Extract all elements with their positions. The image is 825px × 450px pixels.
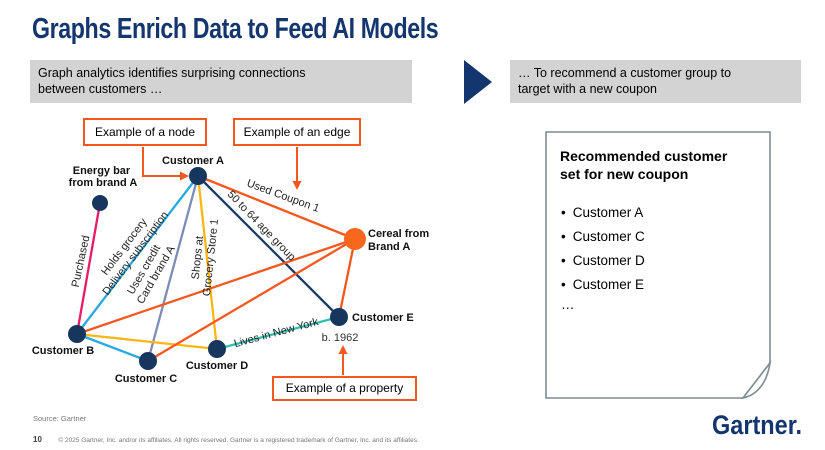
edge-label-lives-in-ny: Lives in New York [233,316,320,350]
label-customer-a: Customer A [162,155,224,167]
callout-node: Example of a node [83,118,207,146]
edge-holds-grocery [76,175,199,335]
label-customer-c: Customer C [115,373,177,385]
label-customer-e: Customer E [352,312,414,324]
node-callout-arrow [142,147,189,181]
list-item: • Customer E [561,273,751,297]
recommended-customer-list: • Customer A • Customer C • Customer D • Cus… [561,201,751,297]
edge-b-c [76,332,149,363]
edge-purchased [75,202,102,335]
edge-cereal-b [76,237,356,336]
edge-lives-in-ny [216,315,340,351]
label-customer-b: Customer B [32,345,94,357]
premise-line-1: Graph analytics identifies surprising co… [38,66,306,80]
conclusion-line-2: target with a new coupon [518,82,657,96]
list-item-label: Customer E [572,277,645,292]
panel-heading: Recommended customer set for new coupon [560,147,760,183]
callout-edge: Example of an edge [233,118,361,146]
footer: 10 © 2025 Gartner, Inc. and/or its affil… [33,429,419,447]
property-value: b. 1962 [322,332,359,344]
page-title: Graphs Enrich Data to Feed AI Models [32,13,439,45]
bullet-icon: • [561,229,566,244]
list-item-label: Customer D [572,253,645,268]
list-item: • Customer A [561,201,751,225]
bullet-icon: • [561,277,566,292]
node-customer-e [330,308,348,326]
edge-cereal-c [147,238,356,362]
edge-label-shops: Shops at Grocery Store 1 [188,217,221,297]
list-item-label: Customer A [572,205,644,220]
flow-arrow-icon [464,60,492,104]
node-customer-d [208,340,226,358]
copyright-text: © 2025 Gartner, Inc. and/or its affiliat… [58,437,419,444]
panel-heading-line-2: set for new coupon [560,166,689,182]
edge-cereal-e [337,238,357,318]
node-energy-bar [92,195,108,211]
premise-box: Graph analytics identifies surprising co… [30,60,412,103]
edge-shops-at [196,175,219,350]
conclusion-box: … To recommend a customer group to targe… [510,60,801,103]
list-ellipsis: … [561,297,575,312]
page-number: 10 [33,435,42,444]
edge-uses-credit [146,175,200,362]
edge-b-d [76,332,218,351]
node-customer-a [189,167,207,185]
label-cereal: Cereal from Brand A [368,228,432,253]
premise-line-2: between customers … [38,82,163,96]
callout-property: Example of a property [272,376,417,401]
list-item: • Customer C [561,225,751,249]
node-customer-b [68,325,86,343]
conclusion-line-1: … To recommend a customer group to [518,66,732,80]
label-energy-bar: Energy bar from brand A [69,165,138,189]
bullet-icon: • [561,205,566,220]
label-customer-d: Customer D [186,360,248,372]
list-item-label: Customer C [572,229,645,244]
panel-heading-line-1: Recommended customer [560,148,728,164]
list-item: • Customer D [561,249,751,273]
bullet-icon: • [561,253,566,268]
document-fold-icon [741,360,772,400]
gartner-logo: Gartner. [712,410,803,440]
node-customer-c [139,352,157,370]
source-note: Source: Gartner [33,414,87,423]
edge-age-group [197,175,340,318]
node-cereal [344,228,366,250]
edge-used-coupon [197,174,356,241]
